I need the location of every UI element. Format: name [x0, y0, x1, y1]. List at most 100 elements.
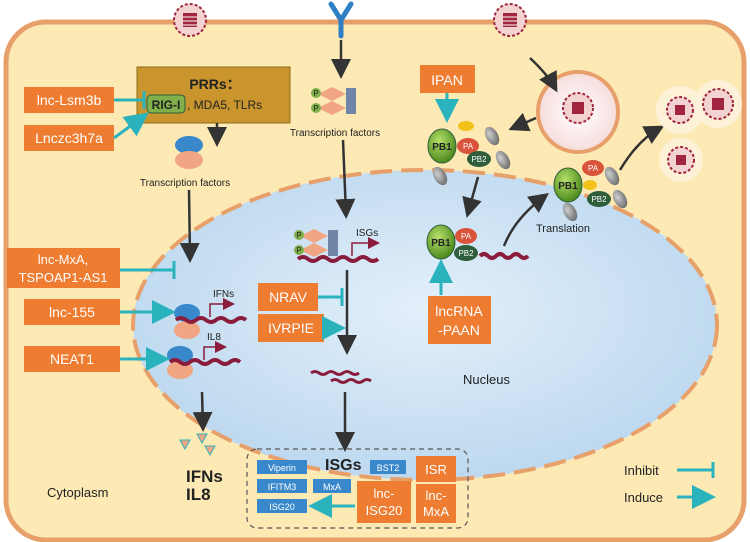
il8-output-label: IL8: [186, 485, 211, 504]
viperin-chip: Viperin: [257, 460, 307, 474]
legend-inhibit-label: Inhibit: [624, 463, 659, 478]
tf-to-nucleus-arrow: [179, 189, 200, 263]
svg-text:MxA: MxA: [423, 504, 449, 519]
lnc-mxa-isg-box: lnc- MxA: [416, 484, 456, 523]
endosome-vesicle: [536, 70, 620, 154]
dna-ifns: [174, 316, 248, 324]
nrav-box: NRAV: [258, 283, 318, 311]
ifns-gene-label: IFNs: [213, 289, 234, 300]
svg-text:P: P: [313, 89, 318, 98]
svg-text:Viperin: Viperin: [268, 463, 296, 473]
translation-label: Translation: [536, 223, 590, 235]
inhibit-lsm3b-arrow: [114, 91, 146, 109]
svg-text:IVRPIE: IVRPIE: [268, 320, 314, 336]
tf-center-label: Transcription factors: [290, 128, 380, 139]
induce-zc3h7a-arrow: [113, 112, 149, 140]
il8-gene-label: IL8: [207, 332, 221, 343]
isg-mrna-2: [330, 378, 372, 384]
svg-text:NRAV: NRAV: [269, 289, 308, 305]
svg-text:PA: PA: [461, 232, 472, 241]
budding-virus-icon: [656, 86, 704, 134]
rig1-receptor: [146, 94, 186, 114]
dna-isg: [296, 255, 380, 263]
svg-text:PA: PA: [463, 142, 474, 151]
svg-text:lnc-155: lnc-155: [49, 304, 95, 320]
svg-text:PB1: PB1: [558, 181, 578, 192]
polymerase-cytoplasm-complex: PB1 PA PB2: [427, 121, 511, 186]
svg-text:TSPOAP1-AS1: TSPOAP1-AS1: [19, 270, 108, 285]
svg-text:lnc-Lsm3b: lnc-Lsm3b: [37, 92, 102, 108]
phospho-tf-icon: P P: [311, 87, 356, 115]
isgs-output-title: ISGs: [325, 457, 362, 474]
polymerase-nuclear-complex: PB1 PA PB2: [426, 224, 478, 261]
ipan-box: IPAN: [420, 65, 475, 93]
lnc-isg20-box: lnc- ISG20: [357, 481, 411, 523]
svg-text:lnc-: lnc-: [426, 488, 447, 503]
svg-text:P: P: [313, 104, 318, 113]
lnc-lsm3b-box: lnc-Lsm3b: [24, 87, 114, 113]
svg-text:IFITM3: IFITM3: [268, 482, 297, 492]
budding-virus-icon: [659, 138, 703, 182]
svg-text:P: P: [296, 231, 301, 240]
tf-center-to-nucleus-arrow: [335, 139, 356, 219]
ifns-transcription-arrow: [209, 298, 235, 317]
ivrpie-box: IVRPIE: [258, 314, 324, 342]
tf-left-label: Transcription factors: [140, 178, 230, 189]
isr-box: ISR: [416, 456, 456, 482]
neat1-box: NEAT1: [24, 346, 120, 372]
svg-text:ISG20: ISG20: [269, 502, 295, 512]
svg-text:-PAAN: -PAAN: [438, 322, 480, 338]
svg-text:lncRNA: lncRNA: [435, 303, 483, 319]
isg-mrna-1: [310, 370, 360, 376]
prr-members: , MDA5, TLRs: [187, 98, 262, 112]
membrane-receptor-icon: [328, 1, 354, 39]
rig1-label: RIG-I: [152, 98, 181, 112]
mxa-chip: MxA: [313, 479, 351, 493]
virus-entry-arrow: [529, 57, 558, 93]
prr-box: PRRs： RIG-I , MDA5, TLRs: [136, 66, 291, 124]
svg-text:MxA: MxA: [323, 482, 341, 492]
nucleus: [131, 168, 719, 482]
svg-text:ISG20: ISG20: [366, 503, 403, 518]
viral-rna: [478, 252, 530, 260]
virus-icon: [173, 3, 207, 37]
polymerase-import-arrow: [462, 176, 482, 218]
svg-text:IPAN: IPAN: [431, 72, 463, 88]
bst2-chip: BST2: [370, 460, 406, 474]
isgs-gene-label: ISGs: [356, 228, 378, 239]
dna-il8: [168, 358, 242, 366]
ifitm3-chip: IFITM3: [257, 479, 307, 493]
svg-text:lnc-MxA,: lnc-MxA,: [38, 252, 89, 267]
legend: Inhibit Induce: [624, 462, 716, 509]
ifns-il8-export-arrow: [192, 391, 213, 432]
svg-text:PB1: PB1: [431, 238, 451, 249]
lnc-mxa-tspoap1-box: lnc-MxA, TSPOAP1-AS1: [7, 248, 120, 288]
svg-text:BST2: BST2: [377, 463, 400, 473]
inhibit-mxa-arrow: [120, 261, 176, 279]
vesicle-to-polymerase-arrow: [508, 112, 537, 132]
lnc-155-box: lnc-155: [24, 299, 120, 325]
cytoplasm-label: Cytoplasm: [47, 485, 108, 500]
svg-text:ISR: ISR: [425, 462, 447, 477]
svg-text:NEAT1: NEAT1: [50, 351, 94, 367]
svg-text:PB2: PB2: [591, 195, 607, 204]
isg20-chip: ISG20: [257, 499, 307, 513]
svg-text:P: P: [296, 246, 301, 255]
virus-icon: [493, 3, 527, 37]
isg-transcription-arrow: [351, 237, 380, 256]
budding-virus-icon: [694, 80, 742, 128]
polymerase-translated-complex: PB1 PA PB2: [553, 160, 628, 222]
cytokine-icon: [179, 433, 216, 457]
svg-text:PB2: PB2: [458, 249, 474, 258]
isgs-output-box: [246, 448, 469, 529]
ifns-output-label: IFNs: [186, 467, 223, 486]
il8-transcription-arrow: [203, 341, 227, 360]
translation-arrow: [502, 193, 550, 247]
lncrna-paan-box: lncRNA -PAAN: [428, 296, 491, 344]
svg-text:lnc-: lnc-: [374, 486, 395, 501]
svg-text:Lnczc3h7a: Lnczc3h7a: [35, 130, 103, 146]
inhibit-nrav-arrow: [318, 288, 344, 306]
svg-text:PB2: PB2: [471, 155, 487, 164]
transcription-factor-icon: [175, 136, 203, 169]
